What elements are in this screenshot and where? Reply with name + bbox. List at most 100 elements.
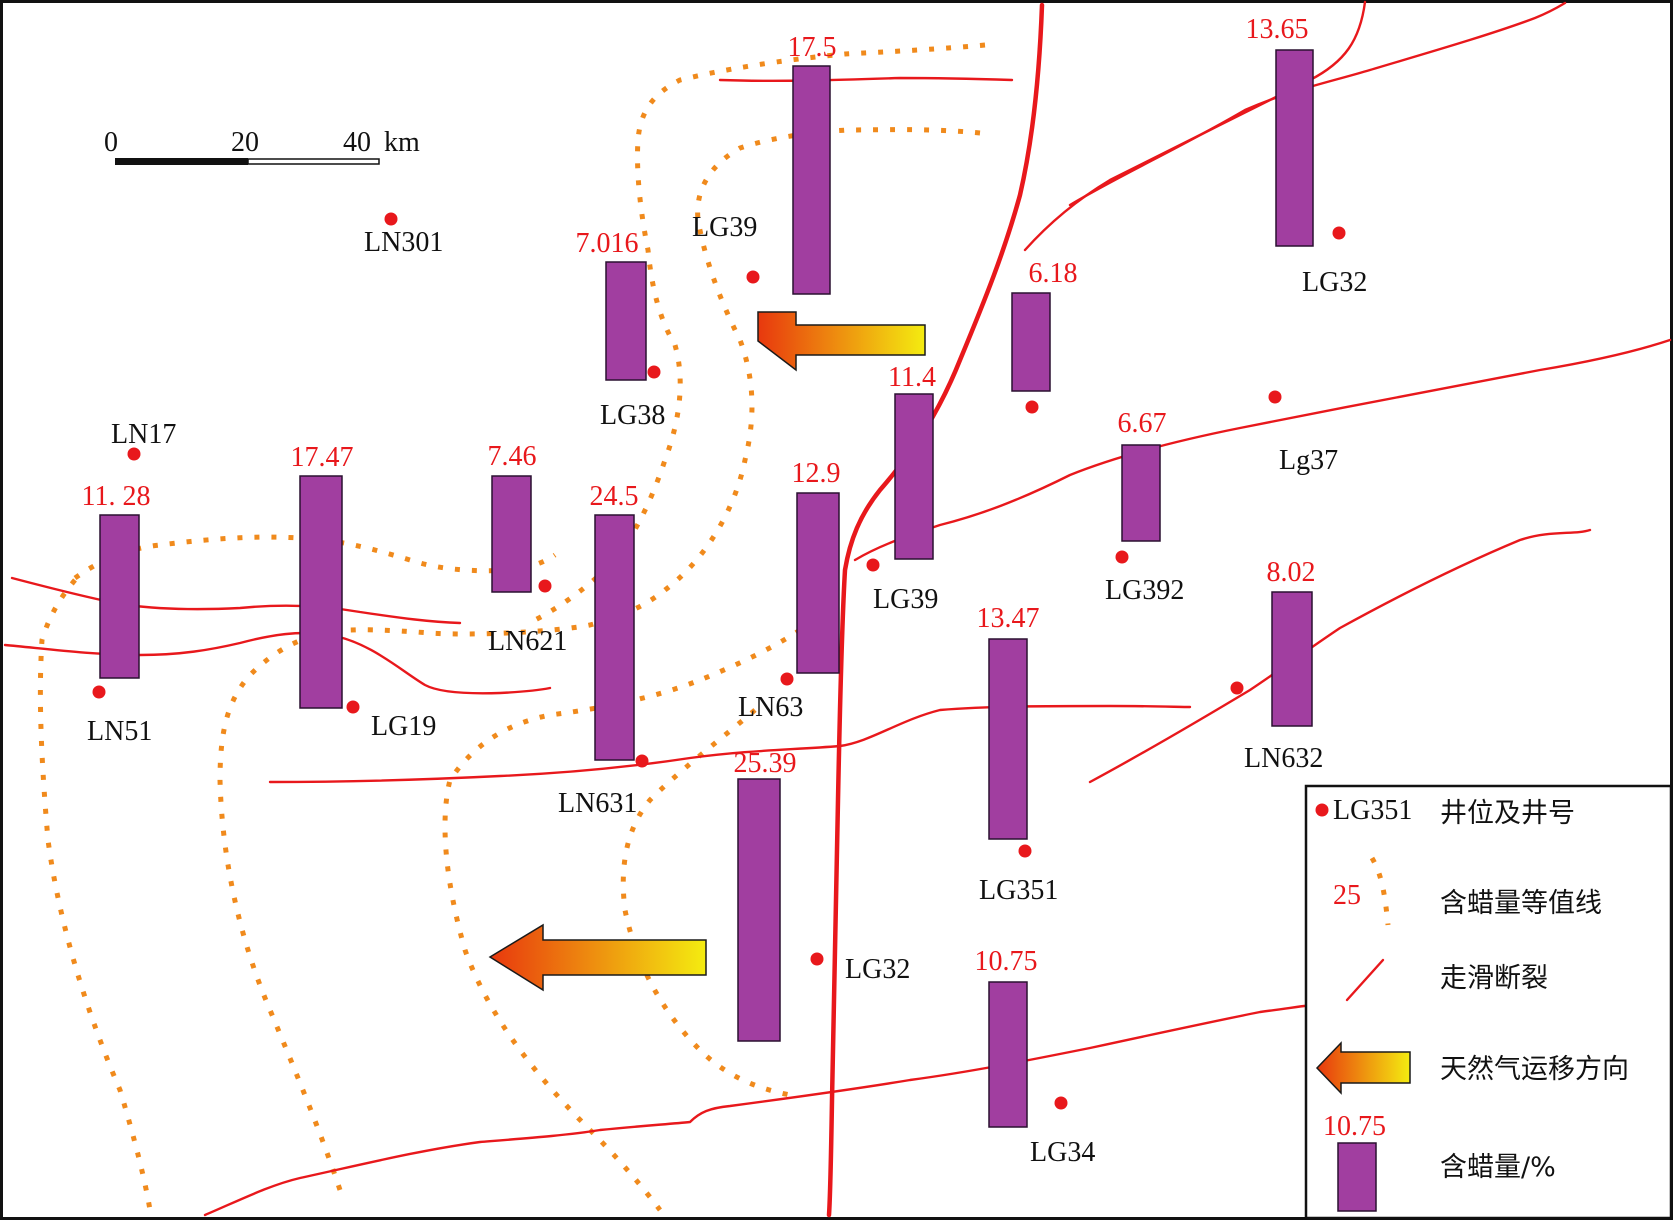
wax-bar <box>1011 292 1051 392</box>
fault-line <box>268 704 1192 784</box>
wax-value-label: 24.5 <box>590 481 639 512</box>
wax-value-label: 11.4 <box>888 362 936 393</box>
well-markers <box>92 212 1346 1110</box>
legend-fault-icon <box>1345 958 1385 1002</box>
legend-arrow-icon <box>1315 1041 1411 1095</box>
wax-bar <box>594 514 635 761</box>
legend-bar-text: 含蜡量/% <box>1440 1152 1556 1183</box>
legend-well-text: 井位及井号 <box>1440 798 1575 829</box>
faults <box>3 0 1672 1218</box>
legend-contour-sample: 25 <box>1333 880 1361 911</box>
fault-line <box>1088 528 1592 784</box>
well-marker <box>780 672 794 686</box>
wax-value-label: 12.9 <box>792 458 841 489</box>
well-label: LG19 <box>371 711 436 742</box>
wax-value-label: 17.47 <box>291 442 354 473</box>
wax-value-label: 6.18 <box>1029 258 1078 289</box>
wax-bar <box>605 261 647 381</box>
legend-bar-icon <box>1337 1142 1377 1212</box>
contour-line <box>37 578 153 1211</box>
wax-bar <box>796 492 840 674</box>
well-marker <box>92 685 106 699</box>
wax-value-label: 11. 28 <box>82 481 151 512</box>
main-fault <box>826 2 1045 1218</box>
legend-bar-sample: 10.75 <box>1323 1111 1386 1142</box>
well-label: LN621 <box>488 626 567 657</box>
scale-unit-label: km <box>384 127 420 158</box>
wax-value-label: 7.016 <box>576 228 639 259</box>
well-label: LN301 <box>364 227 443 258</box>
wax-value-label: 13.47 <box>977 603 1040 634</box>
well-marker <box>538 579 552 593</box>
well-marker <box>1018 844 1032 858</box>
fault-line <box>853 338 1672 562</box>
wax-bar <box>988 638 1028 840</box>
well-label: LN632 <box>1244 743 1323 774</box>
scale-bar-open-segment <box>247 158 380 165</box>
wax-bar <box>792 65 831 295</box>
well-label: LG39 <box>873 584 938 615</box>
well-marker <box>647 365 661 379</box>
wax-value-label: 17.5 <box>788 32 837 63</box>
wax-bar <box>299 475 343 709</box>
contour-line <box>620 708 791 1098</box>
wax-bar <box>99 514 140 679</box>
fault-line <box>1068 1 1567 207</box>
well-marker <box>127 447 141 461</box>
well-marker <box>1332 226 1346 240</box>
well-label: LN631 <box>558 788 637 819</box>
well-label: Lg37 <box>1279 445 1338 476</box>
wax-value-label: 25.39 <box>734 748 797 779</box>
contour-line <box>442 627 802 1212</box>
wax-bar <box>1271 591 1313 727</box>
contour-line <box>217 629 343 1191</box>
well-marker <box>746 270 760 284</box>
well-label: LN63 <box>738 692 803 723</box>
well-label: LN17 <box>111 419 176 450</box>
well-marker <box>866 558 880 572</box>
well-marker <box>346 700 360 714</box>
scale-bar: 0 20 40 km <box>104 127 420 165</box>
well-labels: LN301 LG39 LG38 LG32 LN17 Lg37 LG39 LG39… <box>87 212 1367 1168</box>
well-marker <box>1268 390 1282 404</box>
wax-bar <box>894 393 934 560</box>
wax-bar <box>1121 444 1161 542</box>
well-label: LN51 <box>87 716 152 747</box>
wax-value-label: 6.67 <box>1118 408 1167 439</box>
wax-value-label: 7.46 <box>488 441 537 472</box>
wax-bar <box>1275 49 1314 247</box>
well-marker <box>635 754 649 768</box>
wax-bar <box>491 475 532 593</box>
scale-tick-label: 0 <box>104 127 118 158</box>
legend-well-icon <box>1315 803 1329 817</box>
scale-bar-solid-segment <box>115 158 248 165</box>
well-label: LG38 <box>600 400 665 431</box>
scale-tick-label: 40 <box>343 127 371 158</box>
legend: LG351 井位及井号 25 含蜡量等值线 走滑断裂 天然气运移方向 10.75… <box>1304 784 1673 1220</box>
legend-arrow-text: 天然气运移方向 <box>1440 1054 1629 1085</box>
gas-migration-arrows <box>488 311 926 992</box>
well-marker <box>384 212 398 226</box>
well-label: LG351 <box>979 875 1058 906</box>
legend-contour-text: 含蜡量等值线 <box>1440 888 1602 919</box>
wax-value-label: 10.75 <box>975 946 1038 977</box>
well-marker <box>810 952 824 966</box>
fault-line <box>718 76 1014 83</box>
well-label: LG34 <box>1030 1137 1095 1168</box>
wax-bar <box>988 981 1028 1128</box>
migration-arrow-icon <box>757 311 926 372</box>
legend-fault-text: 走滑断裂 <box>1440 963 1548 994</box>
well-marker <box>1230 681 1244 695</box>
migration-arrow-icon <box>488 923 707 992</box>
fault-line <box>10 576 462 625</box>
well-label: LG39 <box>692 212 757 243</box>
legend-well-sample: LG351 <box>1333 795 1412 826</box>
wax-value-labels: 17.5 13.65 7.016 6.18 11.4 6.67 11. 28 1… <box>82 14 1316 977</box>
contour-line <box>533 42 986 623</box>
wax-bar <box>737 778 781 1042</box>
well-marker <box>1054 1096 1068 1110</box>
well-label: LG392 <box>1105 575 1184 606</box>
well-marker <box>1115 550 1129 564</box>
